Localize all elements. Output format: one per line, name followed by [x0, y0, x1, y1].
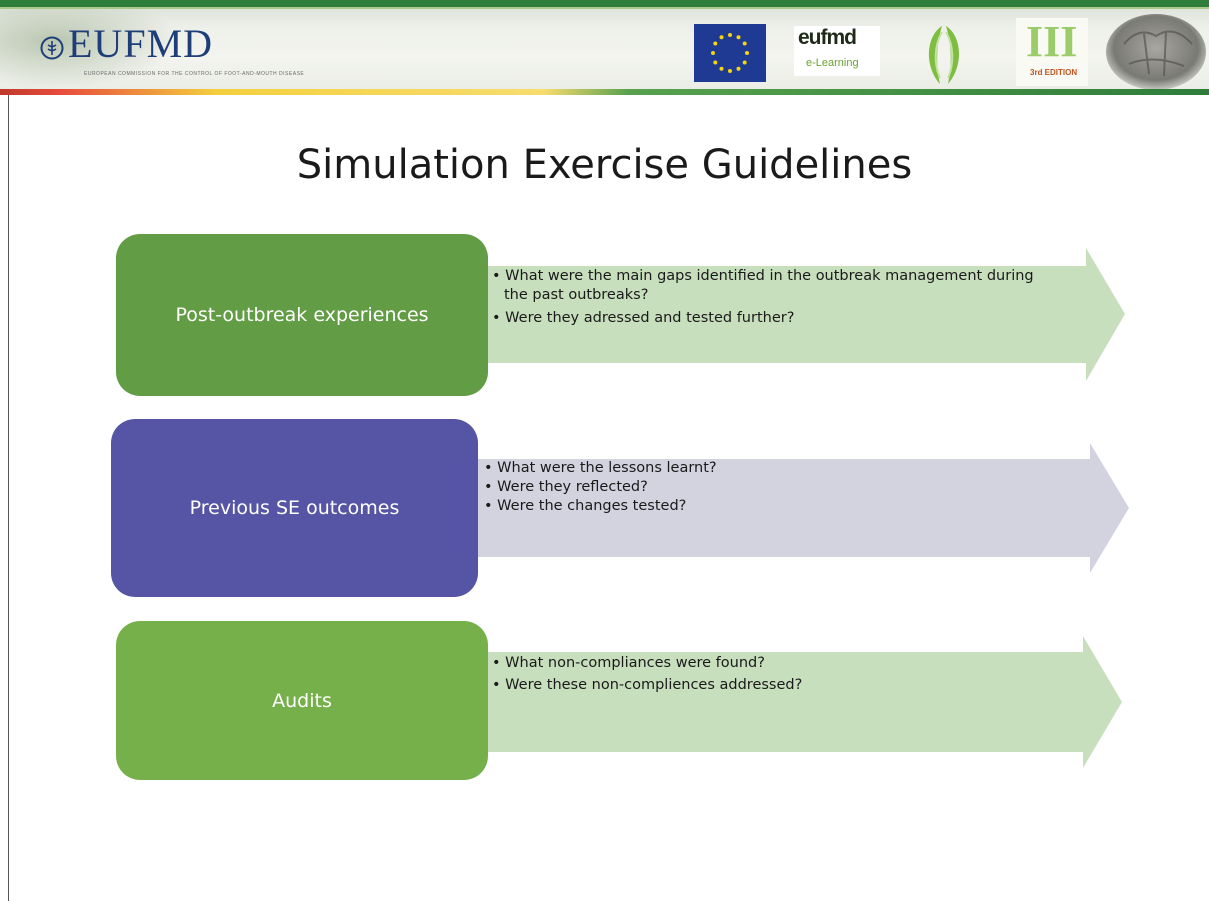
- elearning-logo-sub: e-Learning: [806, 57, 859, 69]
- row-3-label: Audits: [272, 689, 332, 712]
- eu-flag-icon: [694, 24, 766, 82]
- row-3-bullets: What non-compliances were found? Were th…: [492, 654, 1052, 695]
- eufmd-logo-subtitle: EUROPEAN COMMISSION FOR THE CONTROL OF F…: [84, 71, 305, 77]
- eufmd-elearning-logo: eufmd e-Learning: [794, 26, 880, 76]
- row-3-bullet-2: Were these non-compliences addressed?: [492, 676, 1052, 695]
- third-edition-logo: III 3rd EDITION: [1016, 18, 1088, 86]
- row-2-bullet-3: Were the changes tested?: [484, 497, 1044, 516]
- row-1-bullet-2: Were they adressed and tested further?: [492, 309, 1052, 328]
- elearning-logo-word: eufmd: [798, 26, 857, 49]
- row-1-label: Post-outbreak experiences: [175, 304, 429, 326]
- row-1-label-box: Post-outbreak experiences: [116, 234, 488, 396]
- banner-top-stripe: [0, 0, 1209, 7]
- row-1-bullets: What were the main gaps identified in th…: [492, 267, 1052, 328]
- row-2-label-box: Previous SE outcomes: [111, 419, 478, 597]
- banner-texture: [0, 9, 180, 89]
- row-2-label: Previous SE outcomes: [189, 497, 400, 519]
- eufmd-logo-text: EUFMD: [68, 21, 214, 66]
- stone-relief-image: [1106, 14, 1206, 90]
- row-3-bullet-1: What non-compliances were found?: [492, 654, 1052, 673]
- fao-logo-icon: [40, 36, 64, 60]
- row-2-bullets: What were the lessons learnt? Were they …: [484, 459, 1044, 516]
- row-3-label-box: Audits: [116, 621, 488, 780]
- leaf-logo-icon: [928, 26, 960, 84]
- row-1-bullet-1: What were the main gaps identified in th…: [492, 267, 1052, 305]
- row-2-bullet-2: Were they reflected?: [484, 478, 1044, 497]
- row-2-bullet-1: What were the lessons learnt?: [484, 459, 1044, 478]
- third-edition-mark: III: [1026, 17, 1078, 66]
- header-banner: EUFMD EUROPEAN COMMISSION FOR THE CONTRO…: [0, 0, 1209, 95]
- banner-color-stripe: [0, 89, 1209, 95]
- banner-top-stripe-light: [0, 7, 1209, 9]
- third-edition-sub: 3rd EDITION: [1030, 68, 1078, 77]
- left-border-line: [8, 95, 9, 901]
- slide-title: Simulation Exercise Guidelines: [296, 142, 913, 188]
